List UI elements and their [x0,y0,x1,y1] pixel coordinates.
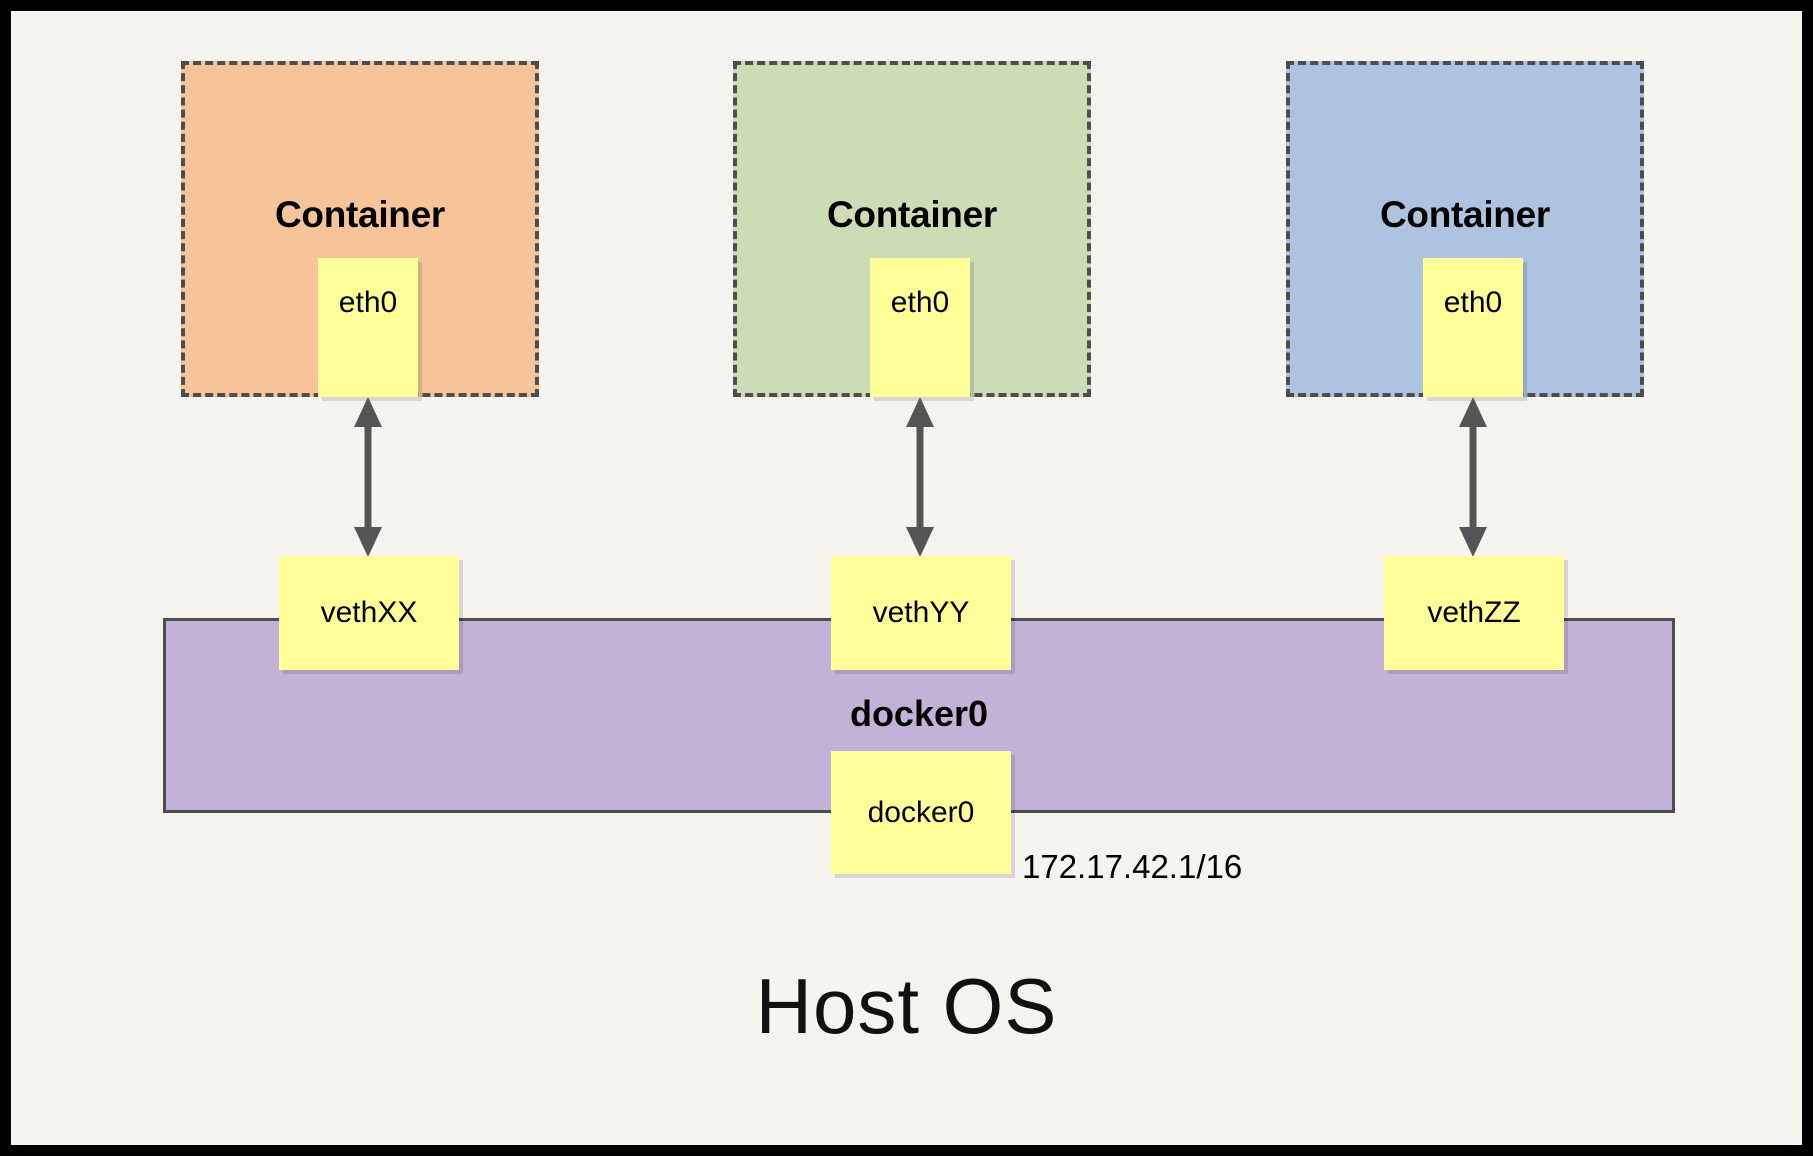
veth-arrow-2 [906,397,934,557]
veth-box-2: vethYY [831,556,1011,670]
container-title-1: Container [275,194,445,235]
veth-box-1: vethXX [279,556,459,670]
docker0-ip-label: 172.17.42.1/16 [1022,848,1243,885]
docker0-interface-box: docker0 [831,751,1011,874]
veth-arrow-1 [354,397,382,557]
docker0-bridge-label: docker0 [849,693,989,734]
eth0-box-1: eth0 [318,258,418,397]
eth0-box-3: eth0 [1423,258,1523,397]
container-title-2: Container [827,194,997,235]
eth0-box-2: eth0 [870,258,970,397]
veth-arrow-3 [1459,397,1487,557]
diagram-page: Container eth0 Container eth0 Container … [11,11,1802,1145]
veth-box-3: vethZZ [1384,556,1564,670]
host-os-title: Host OS [755,962,1058,1050]
container-title-3: Container [1380,194,1550,235]
